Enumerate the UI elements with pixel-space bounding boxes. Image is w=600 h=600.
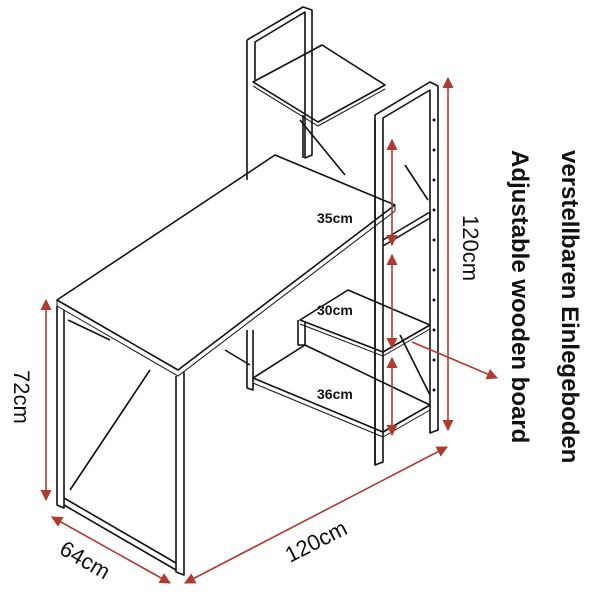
shelf-top-label: 35cm <box>317 210 353 226</box>
tower-height-label: 120cm <box>458 215 483 281</box>
adjustable-board-text-english: Adjustable wooden board <box>506 150 533 443</box>
shelf-tower-front <box>252 81 439 466</box>
desk-legs <box>56 306 251 576</box>
adjustable-board-text-german: verstellbaren Einlegeboden <box>556 150 583 463</box>
shelf-tower-back <box>246 6 386 391</box>
dimension-lines <box>40 76 499 584</box>
adjustable-board-pointer <box>411 341 499 380</box>
shelf-middle-label: 30cm <box>317 302 353 318</box>
depth-arrow <box>51 516 171 584</box>
desk-height-label: 72cm <box>9 370 34 424</box>
shelf-bottom-label: 36cm <box>317 386 353 402</box>
width-arrow <box>184 446 448 584</box>
depth-label: 64cm <box>56 536 115 585</box>
desk-top <box>56 154 396 377</box>
width-label: 120cm <box>281 515 351 567</box>
